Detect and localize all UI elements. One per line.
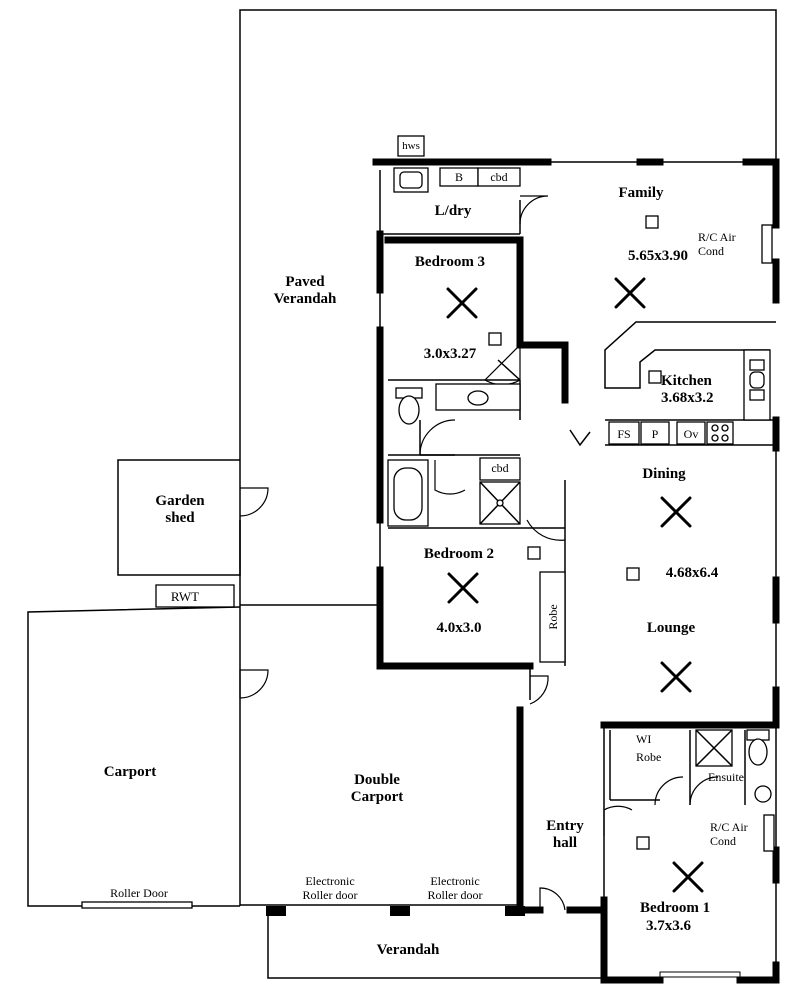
pillar-3 [505, 906, 525, 916]
paved-verandah-outline [239, 9, 777, 606]
double-carport-label: Double Carport [350, 772, 404, 805]
bedroom1-size: 3.7x3.6 [646, 918, 691, 934]
dining-size: 4.68x6.4 [665, 565, 719, 581]
robe-box [539, 571, 566, 663]
robe-label: Robe [546, 604, 560, 630]
bath-door-swing-icon [419, 419, 456, 456]
toilet-icon [746, 729, 770, 766]
ac-unit-bedroom1 [763, 814, 775, 852]
toilet-icon [395, 387, 423, 425]
bedroom3-size: 3.0x3.27 [423, 346, 477, 362]
shower-icon [695, 729, 733, 767]
hws-box [397, 135, 425, 157]
rwt-label: RWT [170, 589, 200, 604]
bath-icon [387, 459, 429, 527]
wi-label: WI [636, 732, 652, 746]
dining-label: Dining [642, 466, 686, 482]
bedroom3-label: Bedroom 3 [414, 254, 486, 270]
ensuite-label: Ensuite [708, 770, 744, 784]
pillar-2 [390, 906, 410, 916]
ensuite-door-swing-icon [689, 776, 719, 806]
light-fixture-icon [488, 215, 662, 850]
wi-robe-label: Robe [636, 750, 662, 764]
family-label: Family [618, 185, 664, 201]
laundry-b-label: B [454, 170, 463, 184]
roller-door-mark [81, 901, 193, 909]
carport-door-swing-icon [239, 669, 269, 699]
wi-robe-door-swing-icon [654, 776, 684, 806]
paved-verandah-label: Paved Verandah [273, 274, 337, 307]
basin-icon [467, 390, 489, 406]
hws-label: hws [402, 140, 420, 152]
ac-unit-family [761, 224, 773, 264]
carport-label: Carport [103, 764, 157, 780]
kitchen-appliances [608, 359, 765, 445]
bedroom2-size: 4.0x3.0 [436, 620, 482, 636]
verandah-outline [267, 916, 604, 979]
pillar-1 [266, 906, 286, 916]
ac-bedroom1-label: R/C Air Cond [710, 820, 748, 848]
house-exterior-walls [372, 158, 780, 984]
bath-cbd-label: cbd [491, 461, 509, 475]
laundry-fixtures [393, 167, 549, 225]
laundry-label: L/dry [434, 203, 472, 219]
pantry-label: P [651, 427, 659, 441]
laundry-door-swing-icon [519, 195, 549, 225]
bedroom1-label: Bedroom 1 [640, 900, 711, 916]
ceiling-fan-icon [446, 277, 704, 893]
kitchen-size: 3.68x3.2 [661, 390, 714, 406]
rwt-tank [155, 584, 235, 608]
ac-family-label: R/C Air Cond [698, 230, 736, 258]
front-door-swing-icon [539, 887, 566, 911]
fs-label: FS [617, 427, 631, 441]
entry-hall-label: Entry hall [546, 818, 584, 851]
double-carport-outline [240, 904, 525, 916]
oven-label: Ov [683, 427, 699, 441]
bath-cbd-box [479, 457, 521, 481]
stove-icon [706, 421, 734, 445]
kitchen-label: Kitchen [661, 373, 712, 389]
shower-icon [479, 481, 521, 525]
laundry-cbd-label: cbd [490, 170, 508, 184]
bedroom1-door-swing-icon [603, 805, 633, 836]
vanity [435, 383, 521, 411]
family-size: 5.65x3.90 [628, 248, 688, 264]
bathroom-door-swing-icon [434, 460, 466, 495]
lounge-label: Lounge [646, 620, 696, 636]
roller-door-label: Roller Door [110, 886, 168, 900]
passage-door-swing-icon [526, 519, 566, 541]
bedroom2-label: Bedroom 2 [423, 546, 495, 562]
garden-shed-label: Garden shed [155, 493, 205, 526]
verandah-label: Verandah [376, 942, 440, 958]
electronic-roller-door-1-label: Electronic Roller door [302, 874, 358, 902]
shed-door-swing-icon [239, 487, 269, 517]
electronic-roller-door-2-label: Electronic Roller door [427, 874, 483, 902]
entry-hall-door-swing-icon [529, 675, 549, 705]
window-bedroom1 [659, 971, 741, 978]
carport-outline [27, 540, 269, 909]
ensuite-basin-icon [754, 785, 772, 803]
